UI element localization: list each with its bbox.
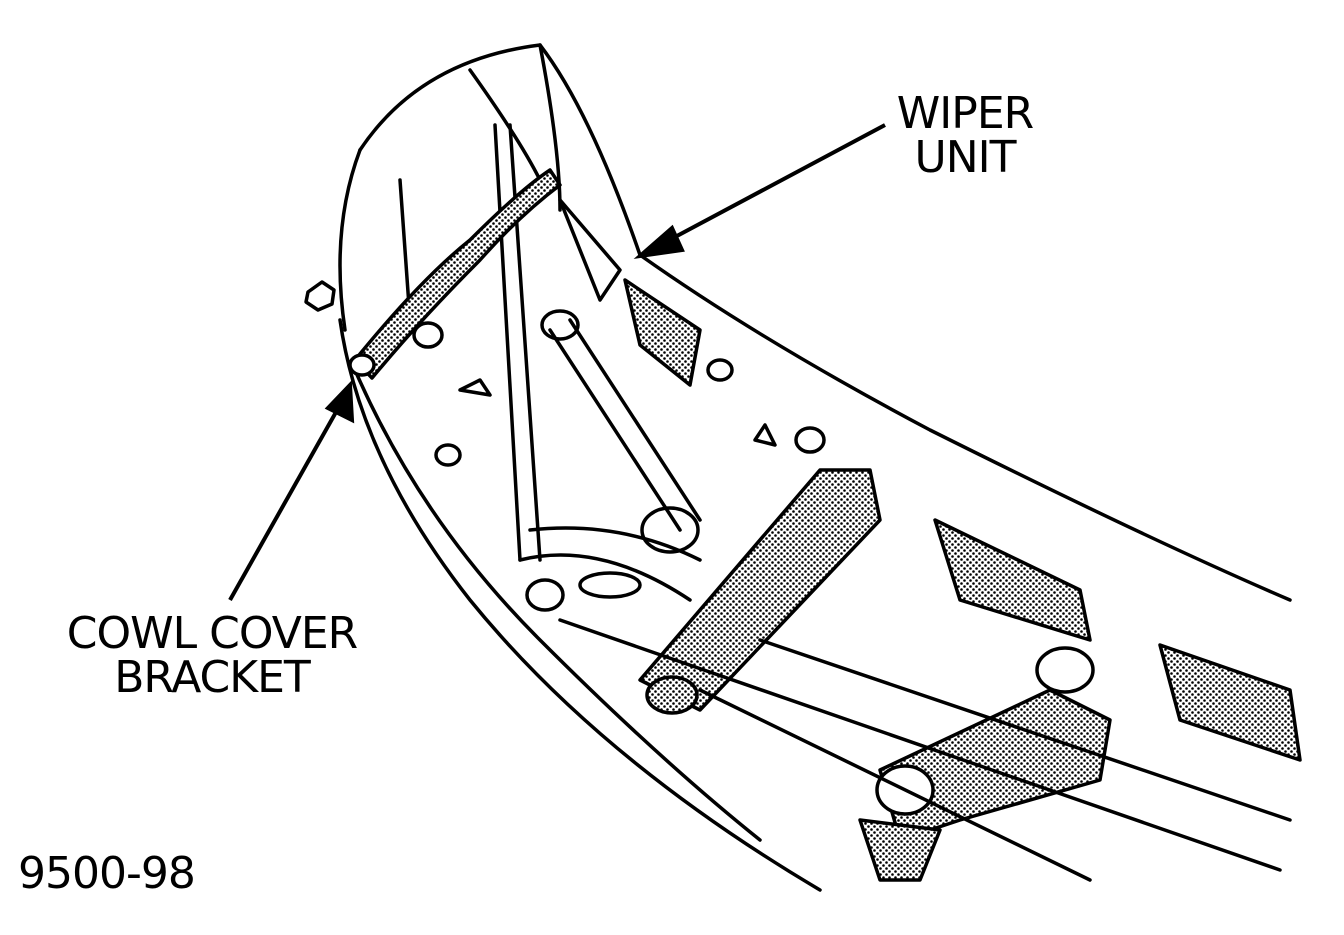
wiper-unit-leader xyxy=(659,123,886,247)
wiper-unit-label-line1: WIPER xyxy=(896,88,1034,139)
left-strut xyxy=(493,123,522,562)
wiper-unit-label: WIPER UNIT xyxy=(895,92,1035,180)
cowl-cover-bracket-strip xyxy=(353,168,562,380)
pivot-bracket xyxy=(878,688,1112,842)
vent-slot-2 xyxy=(1158,643,1302,762)
figure-number: 9500-98 xyxy=(18,848,196,899)
wiper-unit-label-line2: UNIT xyxy=(914,132,1017,183)
cowl-lower-edge xyxy=(338,318,822,892)
link-rod xyxy=(548,328,682,532)
loose-nut xyxy=(304,280,336,312)
cowl-cover-bracket-label-line2: BRACKET xyxy=(114,652,311,703)
cowl-cover-bracket-leader xyxy=(228,404,342,601)
cowl-cover-bracket-label: COWL COVER BRACKET xyxy=(62,612,362,700)
vent-slot-1 xyxy=(933,518,1092,642)
cowl-cover-bracket-label-line1: COWL COVER xyxy=(66,608,358,659)
cowl-outer-edge xyxy=(358,43,1292,602)
